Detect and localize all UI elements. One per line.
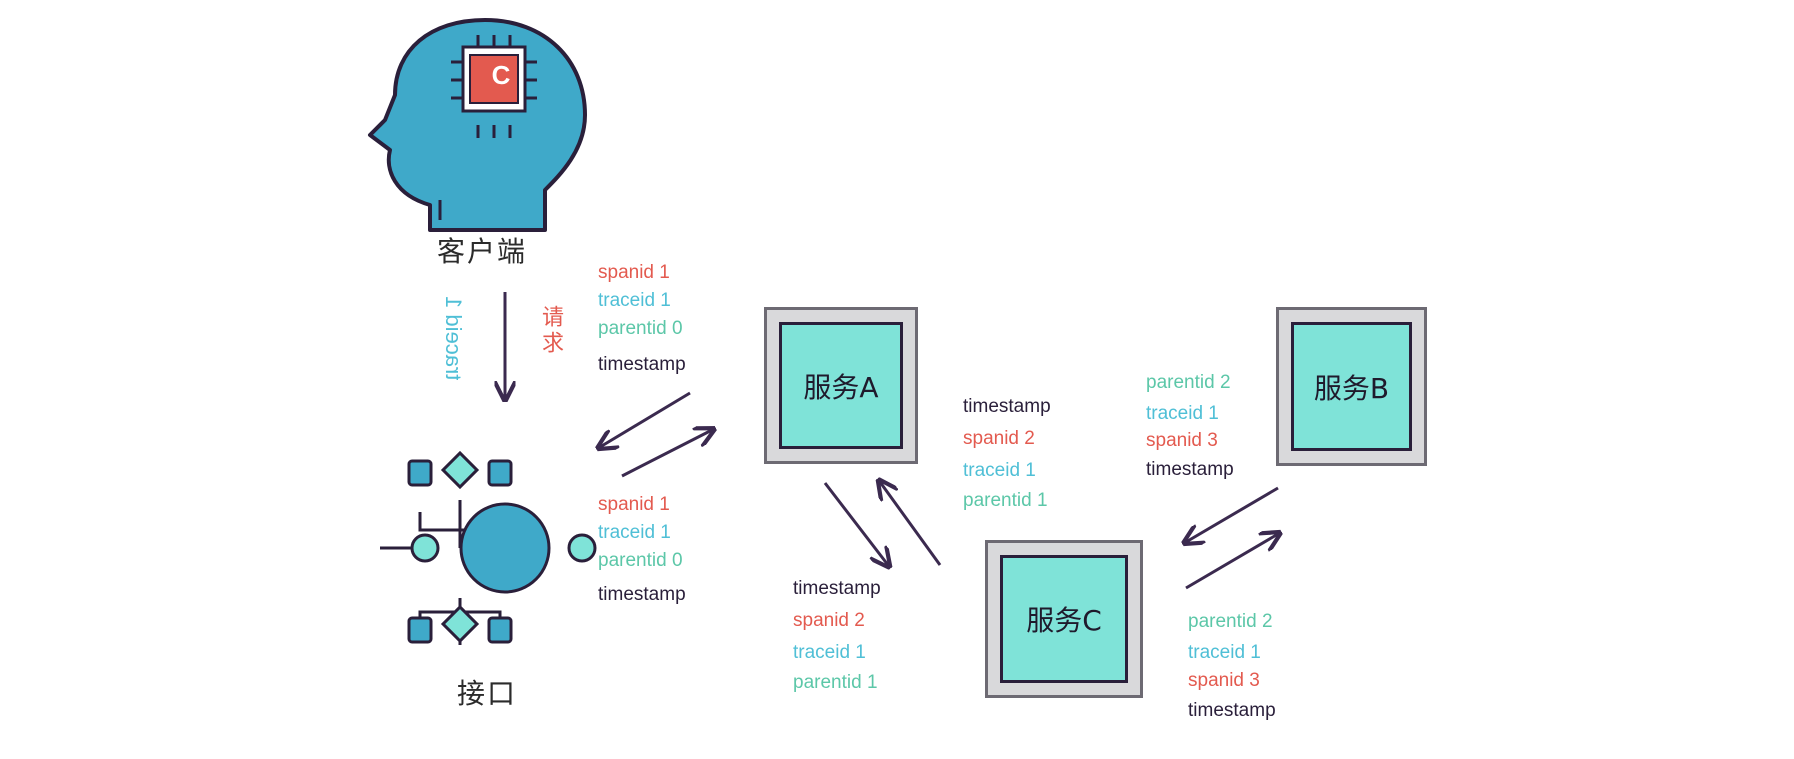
traceid-text: traceid 1: [963, 460, 1036, 481]
service-a-label: 服务A: [779, 322, 903, 449]
arrow-a-to-c: [823, 482, 888, 565]
parentid-text: parentid 2: [1146, 372, 1231, 393]
spanid-text: spanid 2: [963, 428, 1035, 449]
spanid-text: spanid 2: [793, 610, 865, 631]
traceid-text: traceid 1: [793, 642, 866, 663]
meta-a-right: timestamp spanid 2 traceid 1 parentid 1: [963, 392, 1051, 514]
timestamp-text: timestamp: [598, 584, 686, 605]
parentid-text: parentid 0: [598, 318, 683, 339]
traceid-text: traceid 1: [598, 522, 671, 543]
service-a-box: 服务A: [764, 307, 918, 464]
meta-b-left: parentid 2 traceid 1 spanid 3 timestamp: [1146, 368, 1234, 483]
service-c-box: 服务C: [985, 540, 1143, 698]
meta-bottom-left: spanid 1 traceid 1 parentid 0 timestamp: [598, 491, 686, 609]
timestamp-text: timestamp: [963, 396, 1051, 417]
service-b-box: 服务B: [1276, 307, 1427, 466]
arrow-b-to-c: [1186, 486, 1279, 542]
chip-letter: C: [491, 60, 511, 90]
client-label: 客户端: [437, 235, 528, 268]
service-b-label: 服务B: [1291, 322, 1412, 451]
service-c-label: 服务C: [1000, 555, 1128, 683]
timestamp-text: timestamp: [1146, 459, 1234, 480]
parentid-text: parentid 0: [598, 550, 683, 571]
traceid-text: traceid 1: [598, 290, 671, 311]
request-traceid-label: traceid 1: [441, 296, 466, 381]
meta-top-left: spanid 1 traceid 1 parentid 0 timestamp: [598, 259, 686, 379]
spanid-text: spanid 1: [598, 494, 670, 515]
spanid-text: spanid 3: [1188, 670, 1260, 691]
timestamp-text: timestamp: [598, 354, 686, 375]
spanid-text: spanid 1: [598, 262, 670, 283]
network-hub-icon: [380, 450, 597, 645]
arrow-a-to-interface: [600, 391, 691, 447]
head-with-chip-icon: [368, 18, 587, 232]
arrow-c-to-a: [880, 482, 942, 566]
parentid-text: parentid 2: [1188, 611, 1273, 632]
meta-a-below: timestamp spanid 2 traceid 1 parentid 1: [793, 574, 881, 696]
parentid-text: parentid 1: [963, 490, 1048, 511]
arrow-c-to-b: [1185, 534, 1278, 590]
interface-label: 接口: [457, 677, 518, 710]
timestamp-text: timestamp: [1188, 700, 1276, 721]
arrow-interface-to-a: [621, 430, 712, 478]
traceid-text: traceid 1: [1188, 642, 1261, 663]
request-label: 请求: [539, 305, 564, 357]
meta-c-right: parentid 2 traceid 1 spanid 3 timestamp: [1188, 607, 1276, 724]
traceid-text: traceid 1: [1146, 403, 1219, 424]
parentid-text: parentid 1: [793, 672, 878, 693]
timestamp-text: timestamp: [793, 578, 881, 599]
spanid-text: spanid 3: [1146, 430, 1218, 451]
